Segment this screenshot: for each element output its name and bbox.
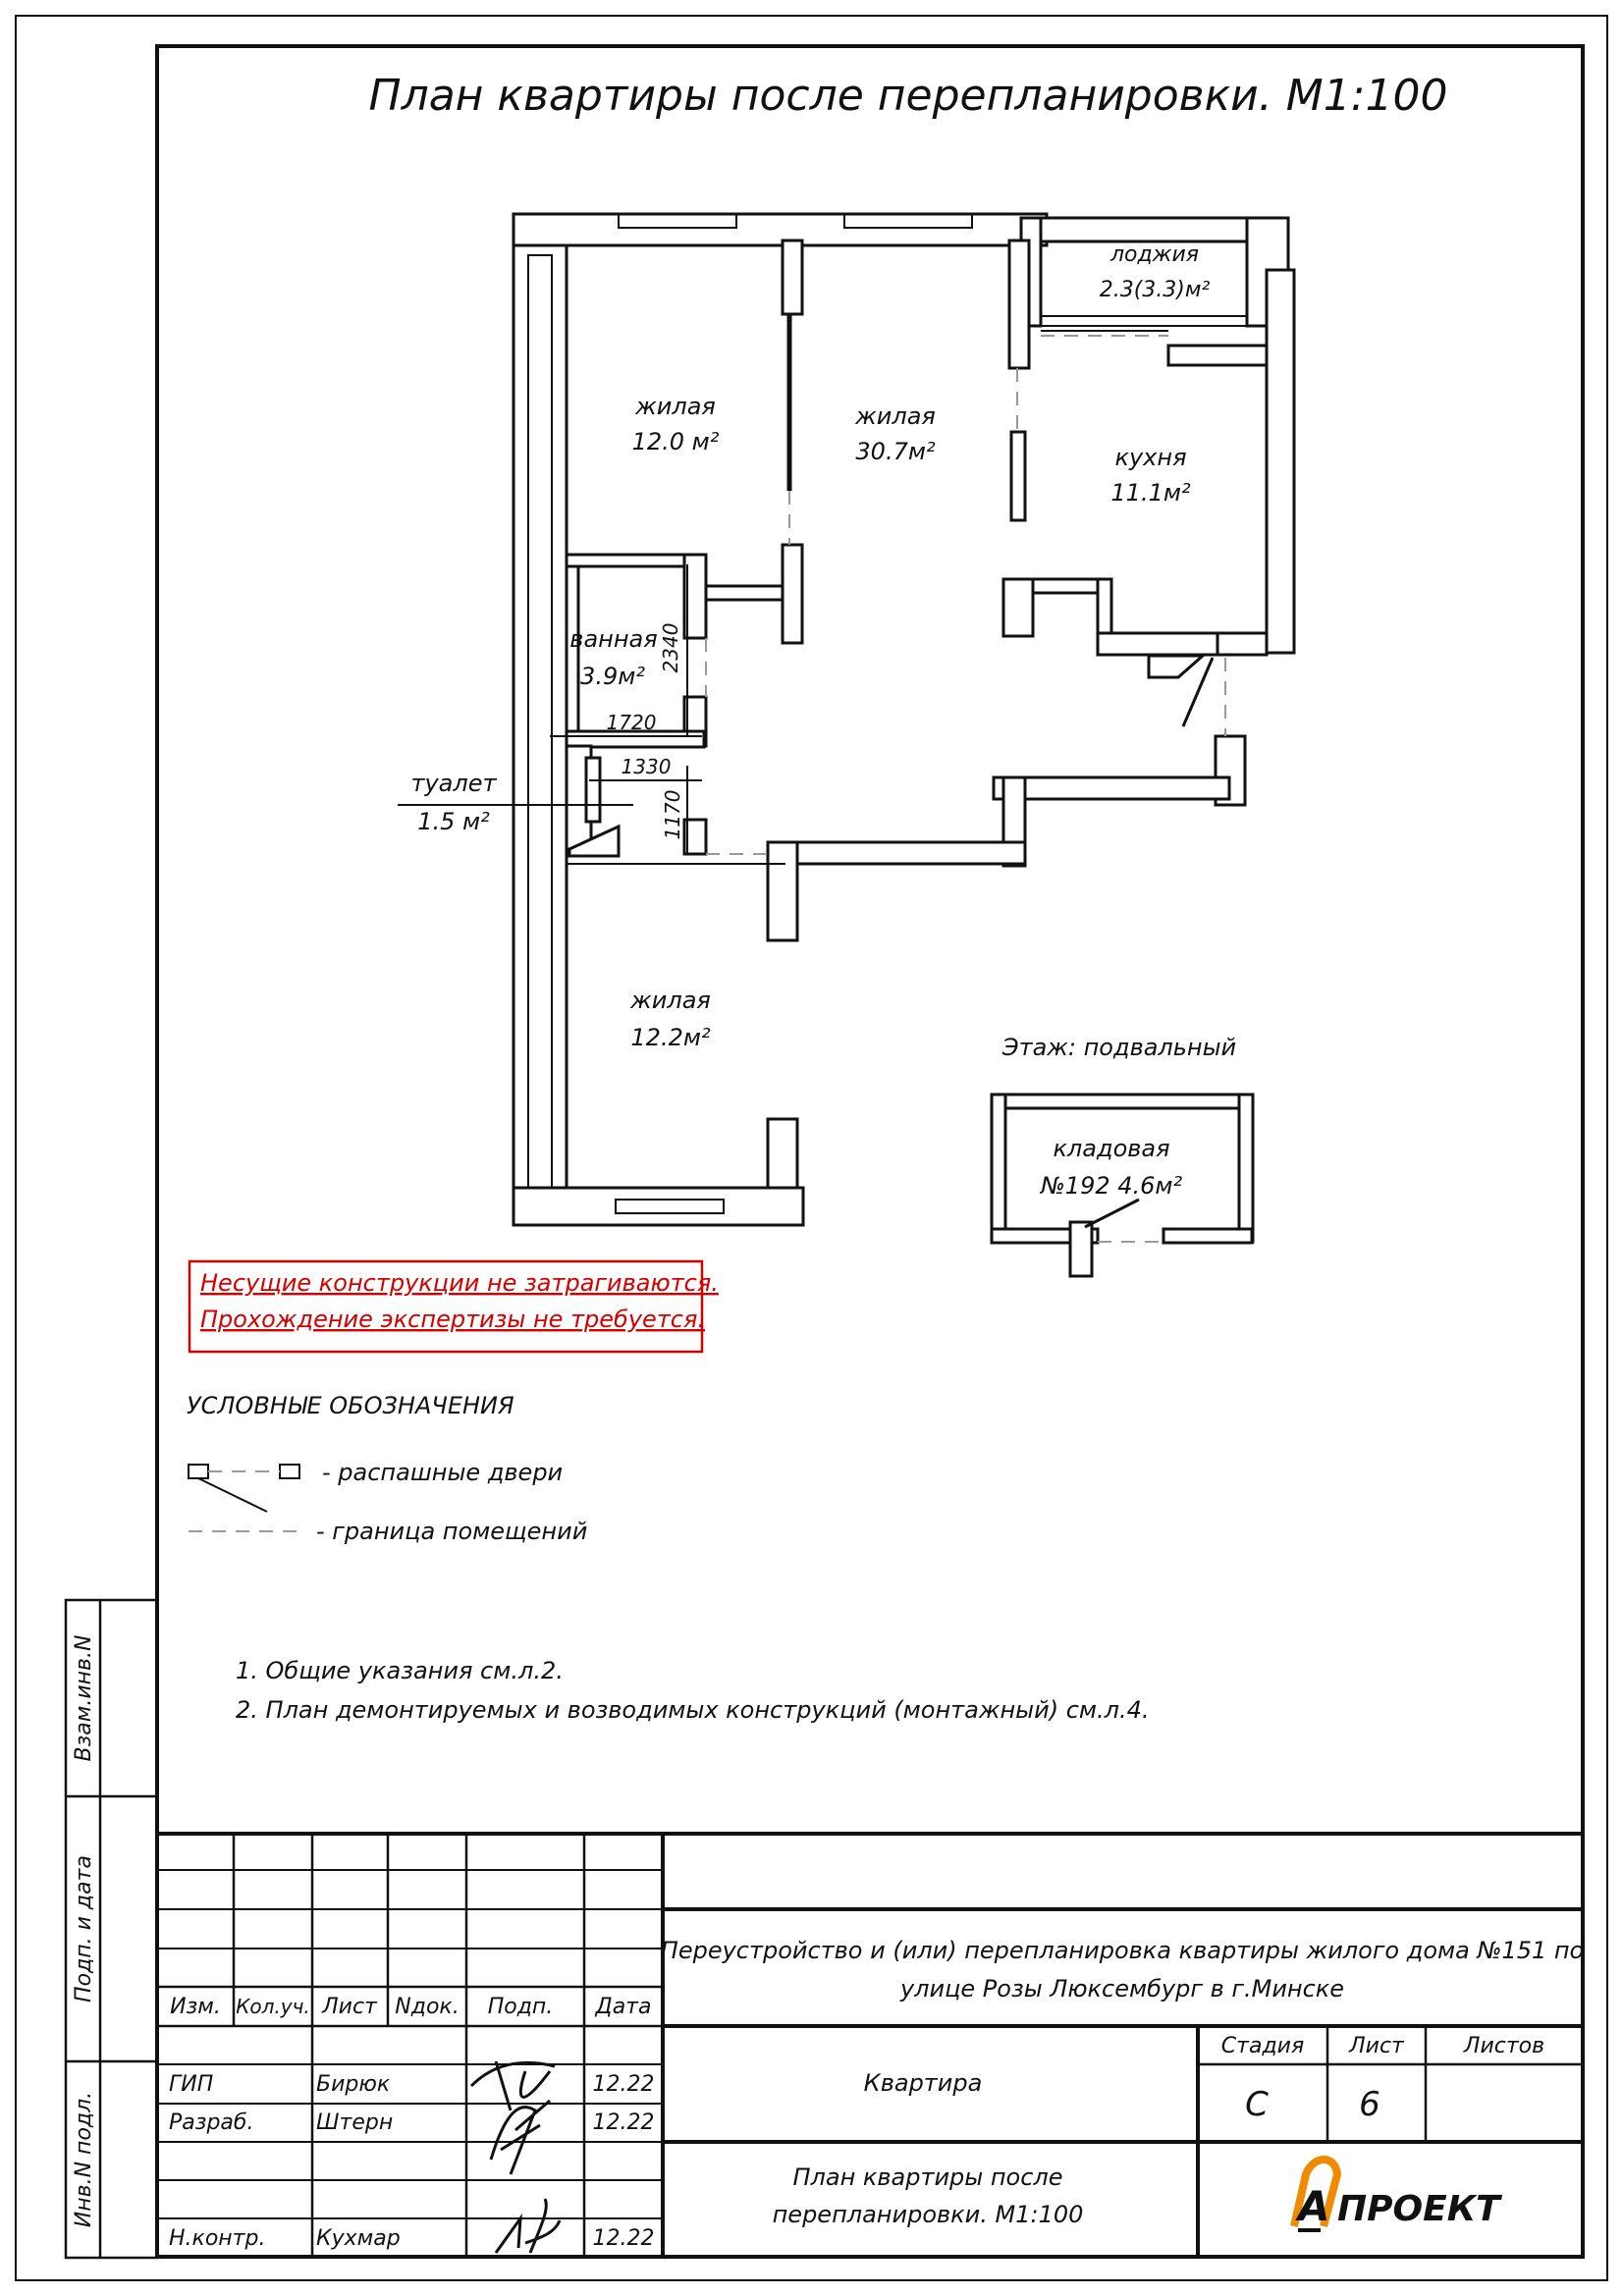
- room-area-living3: 12.2м²: [630, 1024, 711, 1051]
- wall-top: [512, 212, 1049, 247]
- notice-line-1: Несущие конструкции не затрагиваются.: [200, 1269, 719, 1297]
- company-logo: А ПРОЕКТ: [1290, 2156, 1502, 2232]
- room-area-bath: 3.9м²: [580, 663, 645, 690]
- signer-role-2: Разраб.: [169, 2110, 253, 2135]
- stage-label: Стадия: [1221, 2034, 1304, 2058]
- signer-role-1: ГИП: [169, 2072, 213, 2097]
- stamp-ref: Взам.инв.N: [72, 1635, 96, 1762]
- signature-biryuk: [469, 2060, 556, 2111]
- notice-line-2: Прохождение экспертизы не требуется.: [200, 1306, 705, 1333]
- room-area-storage: №192 4.6м²: [1039, 1172, 1183, 1200]
- signature-shtern: [489, 2099, 551, 2175]
- room-area-loggia: 2.3(3.3)м²: [1100, 278, 1211, 302]
- header-koluch: Кол.уч.: [236, 1995, 310, 2018]
- dim-bath-height: 2340: [659, 623, 682, 673]
- legend-heading: УСЛОВНЫЕ ОБОЗНАЧЕНИЯ: [187, 1392, 514, 1419]
- room-name-bath: ванная: [569, 625, 657, 653]
- title-block-grid: [157, 1832, 1583, 2257]
- header-list: Лист: [321, 1995, 378, 2019]
- room-name-living3: жилая: [629, 987, 711, 1014]
- drawing-frame: [155, 44, 1585, 2259]
- signer-date-1: 12.22: [593, 2072, 655, 2097]
- stamp-inv: Инв.N подл.: [72, 2092, 96, 2227]
- object-name: Квартира: [864, 2069, 983, 2097]
- wall-bottom: [512, 1186, 805, 1227]
- wall-right: [1265, 268, 1296, 655]
- room-name-living2: жилая: [854, 402, 936, 430]
- signer-name-1: Бирюк: [316, 2072, 391, 2097]
- sheet-value: 6: [1359, 2085, 1380, 2124]
- swing-door-icon: [188, 1464, 300, 1513]
- signer-name-2: Штерн: [316, 2110, 393, 2135]
- sheet-label: Лист: [1348, 2034, 1405, 2058]
- header-date: Дата: [595, 1995, 652, 2019]
- notice-box: [188, 1259, 704, 1354]
- storage-plan: [990, 1093, 1255, 1278]
- dim-toilet-height: 1170: [661, 790, 684, 840]
- drawing-title: План квартиры после перепланировки. М1:1…: [368, 71, 1447, 121]
- drawing-name-line-1: План квартиры после: [792, 2163, 1062, 2191]
- logo-letter: А: [1295, 2182, 1330, 2230]
- room-area-toilet: 1.5 м²: [417, 808, 490, 835]
- signature-kukhmar: [494, 2198, 562, 2254]
- header-ndok: Nдок.: [395, 1995, 459, 2019]
- project-title-line-1: Переустройство и (или) перепланировка кв…: [661, 1937, 1584, 1964]
- header-podp: Подп.: [488, 1995, 554, 2019]
- stage-value: С: [1245, 2085, 1269, 2124]
- drawing-name-line-2: перепланировки. М1:100: [773, 2201, 1084, 2228]
- floor-label: Этаж: подвальный: [1001, 1034, 1236, 1061]
- room-name-kitchen: кухня: [1114, 444, 1186, 471]
- outer-border: [15, 15, 1608, 2281]
- wall-left: [512, 212, 568, 1212]
- stamp-sign-date: Подп. и дата: [72, 1855, 96, 2002]
- signer-role-3: Н.контр.: [169, 2226, 265, 2251]
- room-area-kitchen: 11.1м²: [1110, 479, 1191, 507]
- signer-date-3: 12.22: [593, 2226, 655, 2251]
- room-name-toilet: туалет: [411, 770, 498, 797]
- room-area-living2: 30.7м²: [855, 438, 936, 465]
- signer-date-2: 12.22: [593, 2110, 655, 2135]
- floor-plan: [398, 212, 1296, 1227]
- dim-toilet-width: 1330: [622, 755, 672, 778]
- header-izm: Изм.: [170, 1995, 221, 2019]
- room-name-living1: жилая: [634, 393, 716, 420]
- signer-name-3: Кухмар: [316, 2226, 401, 2251]
- legend-boundary-label: - граница помещений: [316, 1518, 587, 1545]
- sheets-label: Листов: [1463, 2034, 1544, 2058]
- note-1: 1. Общие указания см.л.2.: [236, 1657, 564, 1684]
- side-stamp: [64, 1598, 159, 2260]
- room-name-storage: кладовая: [1053, 1135, 1169, 1162]
- logo-text: ПРОЕКТ: [1337, 2189, 1502, 2229]
- dim-bath-width: 1720: [607, 711, 657, 734]
- note-2: 2. План демонтируемых и возводимых конст…: [236, 1696, 1150, 1724]
- room-area-living1: 12.0 м²: [632, 428, 720, 455]
- room-name-loggia: лоджия: [1109, 242, 1199, 267]
- legend-door-label: - распашные двери: [322, 1459, 563, 1486]
- project-title-line-2: улице Розы Люксембург в г.Минске: [899, 1975, 1344, 2002]
